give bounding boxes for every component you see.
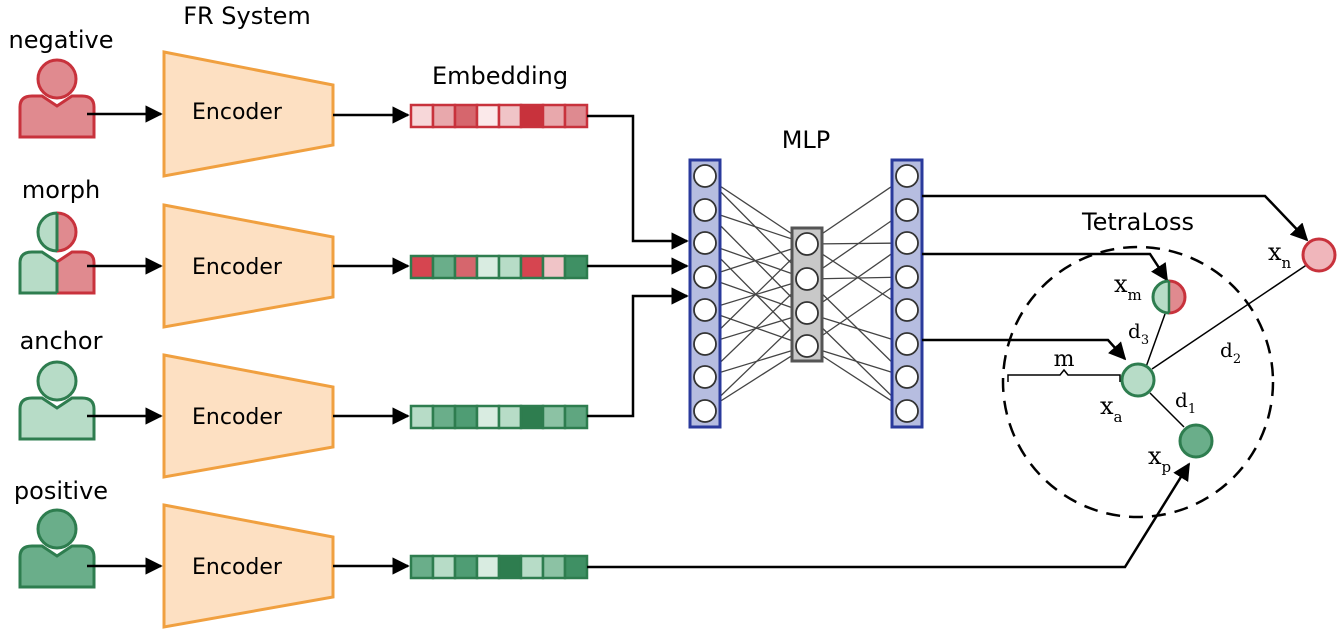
mlp-hidden-layer	[790, 226, 824, 363]
person-to-encoder-arrows	[87, 105, 163, 575]
encoder-label: Encoder	[192, 100, 283, 125]
mlp-connections	[704, 175, 908, 412]
xp-node	[1178, 423, 1214, 459]
embedding-title: Embedding	[432, 62, 568, 90]
margin-brace	[1007, 368, 1121, 382]
tetraloss-boundary	[1001, 245, 1275, 519]
tetraloss-title: TetraLoss	[1081, 208, 1194, 236]
d3-label: d3	[1128, 319, 1149, 348]
person-negative-icon	[18, 58, 96, 139]
encoder-label: Encoder	[192, 255, 283, 280]
xm-node	[1151, 279, 1187, 315]
mlp-title: MLP	[782, 126, 831, 154]
embedding-morph	[409, 254, 589, 280]
input-label-anchor: anchor	[20, 327, 103, 355]
fr-system-title: FR System	[183, 2, 311, 30]
xn-node	[1301, 237, 1337, 273]
xa-label: xa	[1100, 392, 1123, 426]
encoder-label: Encoder	[192, 405, 283, 430]
embedding-positive	[409, 554, 589, 580]
xm-label: xm	[1114, 270, 1142, 304]
encoder-label: Encoder	[192, 555, 283, 580]
mlp-input-layer	[688, 158, 722, 429]
xp-label: xp	[1148, 442, 1171, 476]
mlp-output-layer	[890, 158, 924, 429]
encoder-positive: Encoder	[162, 503, 335, 629]
xn-label: xn	[1268, 238, 1292, 272]
person-positive-icon	[18, 508, 96, 589]
mlp-to-loss-arrows	[922, 194, 1309, 361]
encoder-morph: Encoder	[162, 203, 335, 329]
encoder-negative: Encoder	[162, 50, 335, 178]
person-anchor-icon	[18, 360, 96, 441]
embedding-negative	[409, 103, 589, 129]
d1-label: d1	[1175, 388, 1196, 417]
encoder-to-embedding-arrows	[333, 106, 410, 575]
distance-lines	[1145, 263, 1309, 428]
d2-label: d2	[1220, 338, 1241, 367]
person-morph-icon	[18, 211, 96, 295]
input-label-positive: positive	[14, 477, 108, 505]
margin-label: m	[1054, 347, 1075, 372]
embedding-to-mlp-arrows	[587, 114, 689, 418]
positive-to-xp-arrow	[587, 462, 1191, 569]
encoder-anchor: Encoder	[162, 353, 335, 479]
xa-node	[1120, 362, 1156, 398]
embedding-anchor	[409, 404, 589, 430]
input-label-morph: morph	[22, 176, 100, 204]
input-label-negative: negative	[9, 26, 114, 54]
